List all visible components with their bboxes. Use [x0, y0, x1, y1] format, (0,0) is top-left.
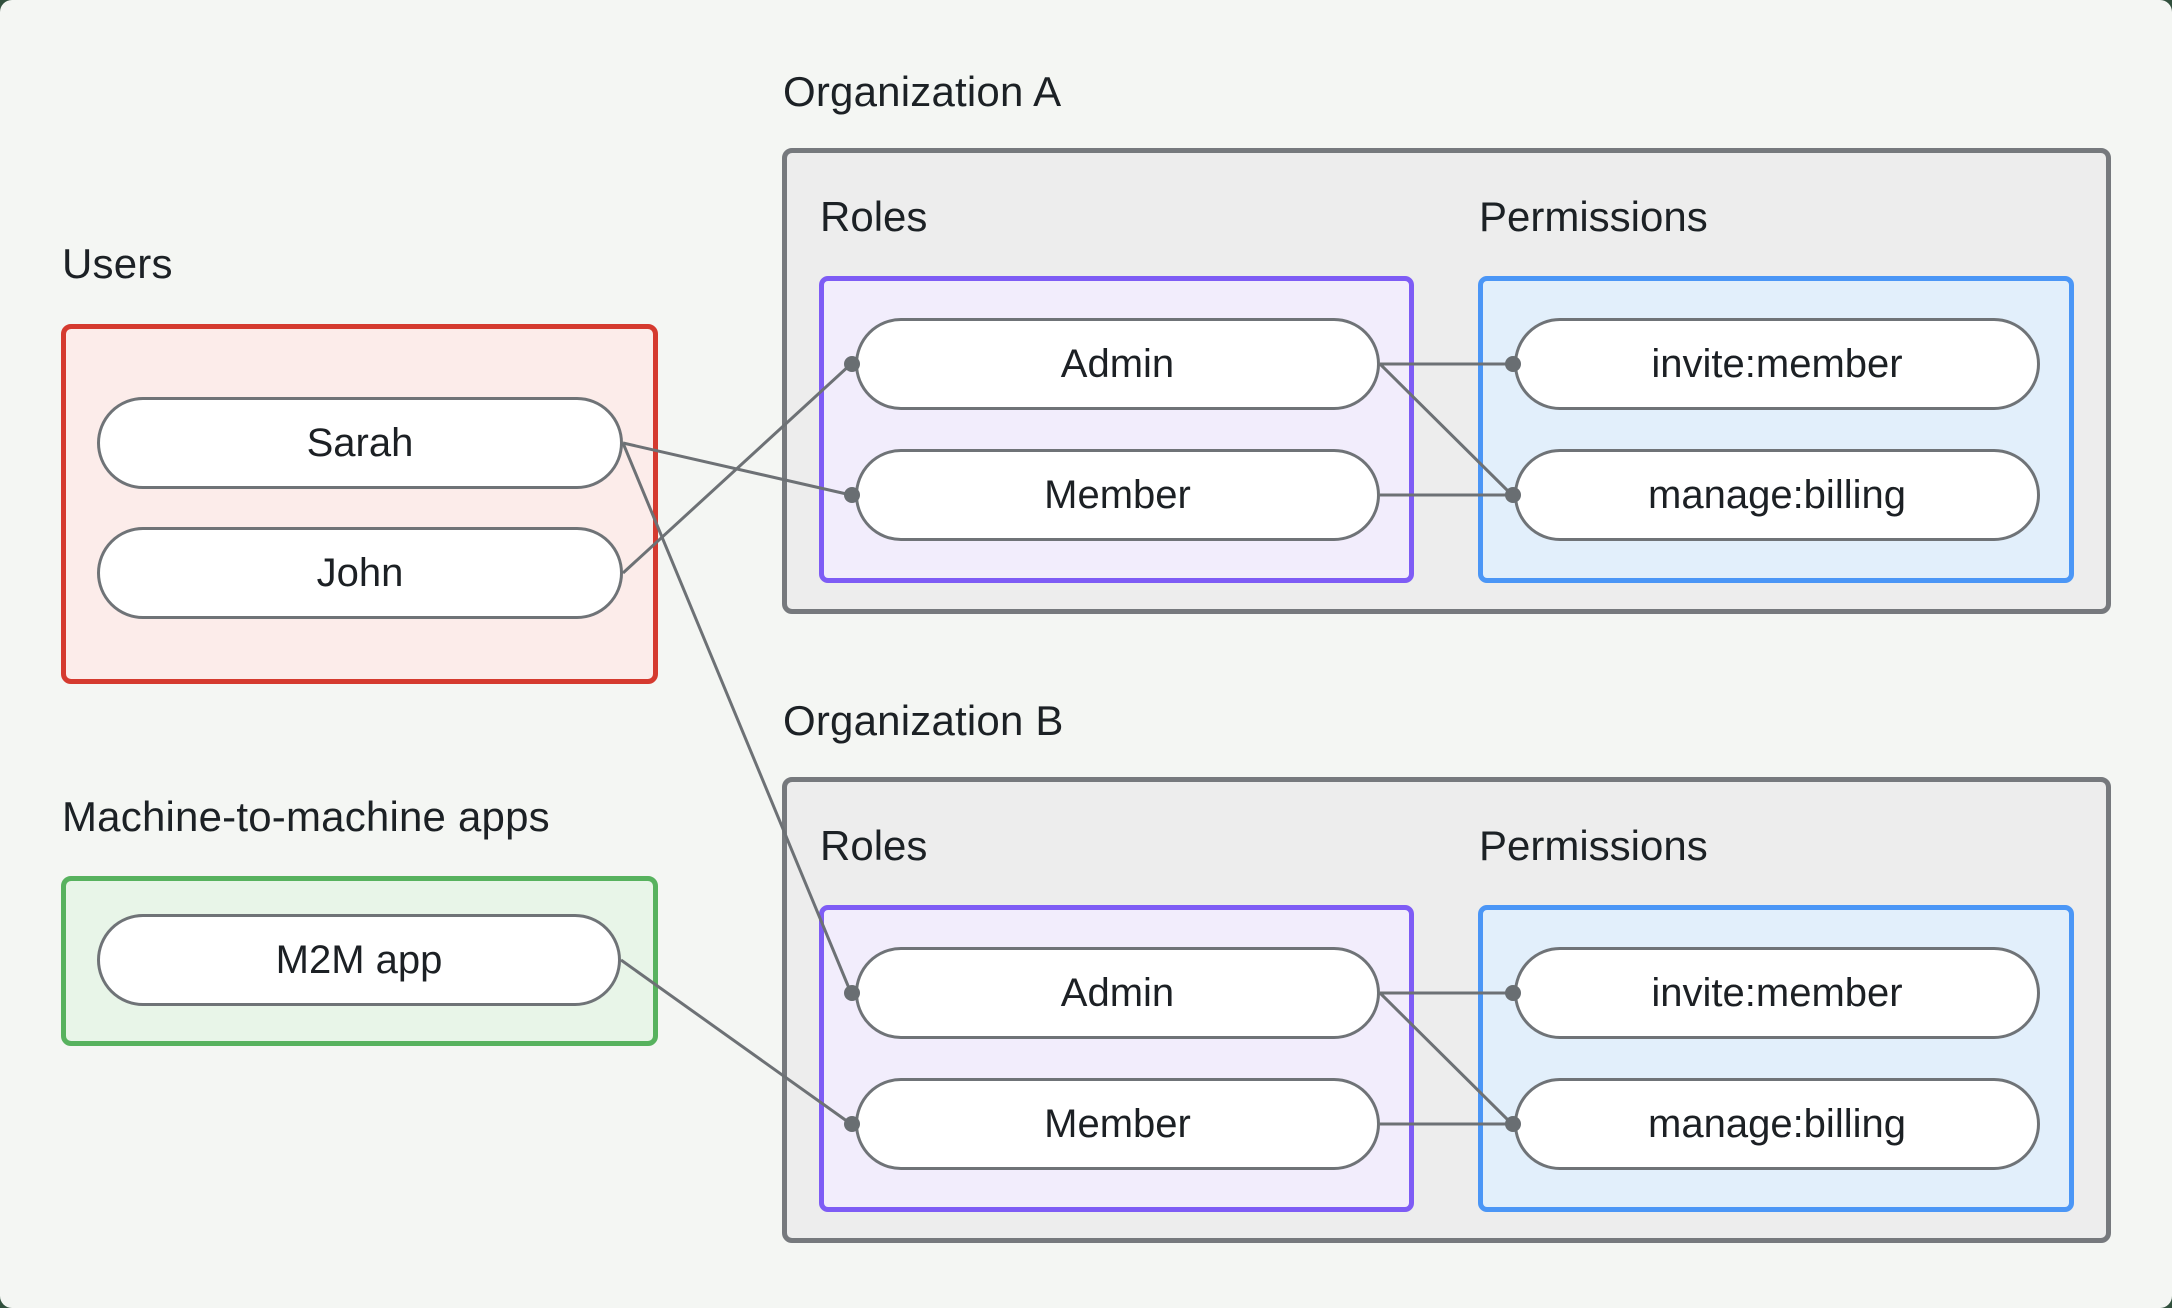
org-b-permissions-label: Permissions: [1479, 822, 1708, 869]
m2m-group-label: Machine-to-machine apps: [62, 793, 550, 840]
org-b-roles-label: Roles: [820, 822, 928, 869]
org-a-title: Organization A: [783, 68, 1062, 115]
m2m-node-app: M2M app: [97, 914, 621, 1006]
org-b-role-member: Member: [855, 1078, 1380, 1170]
org-a-permission-manage-billing: manage:billing: [1514, 449, 2040, 541]
org-a-role-admin: Admin: [855, 318, 1380, 410]
org-b-permission-invite-member: invite:member: [1514, 947, 2040, 1039]
user-node-sarah: Sarah: [97, 397, 623, 489]
org-b-permission-manage-billing: manage:billing: [1514, 1078, 2040, 1170]
org-a-roles-label: Roles: [820, 193, 928, 240]
org-a-role-member: Member: [855, 449, 1380, 541]
org-b-title: Organization B: [783, 697, 1064, 744]
users-group-box: [61, 324, 658, 684]
org-a-permissions-label: Permissions: [1479, 193, 1708, 240]
org-a-permission-invite-member: invite:member: [1514, 318, 2040, 410]
user-node-john: John: [97, 527, 623, 619]
org-b-role-admin: Admin: [855, 947, 1380, 1039]
users-group-label: Users: [62, 240, 173, 287]
